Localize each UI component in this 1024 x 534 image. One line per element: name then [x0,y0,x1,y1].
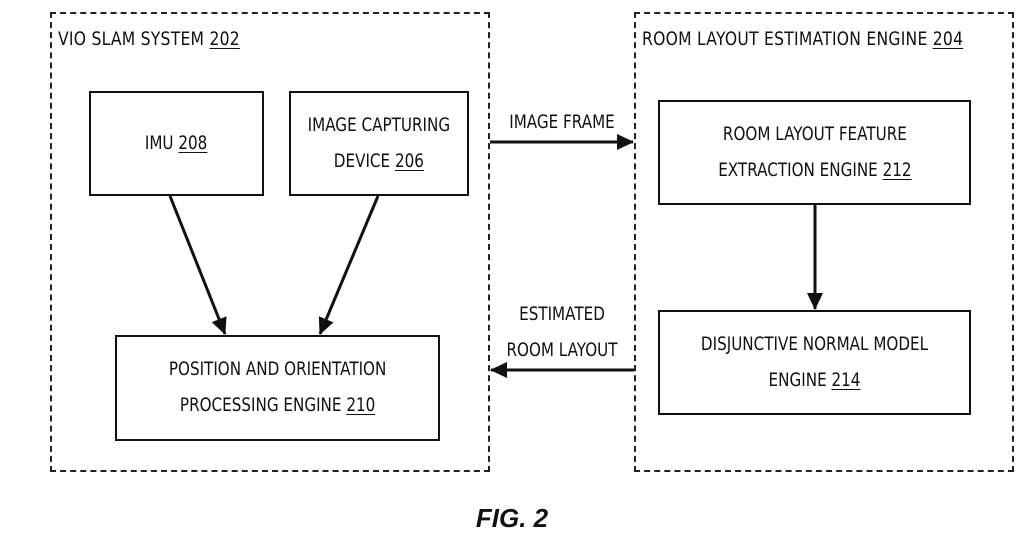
estimated-room-layout-label: ESTIMATED ROOM LAYOUT [503,297,621,369]
figure-caption: FIG. 2 [475,503,549,533]
dnm-line2: ENGINE [768,369,827,391]
pose-ref-number: 210 [346,395,376,416]
feature-line1: ROOM LAYOUT FEATURE [722,123,907,145]
image-capturing-device-label: IMAGE CAPTURING DEVICE 206 [308,108,450,180]
feature-ref-number: 212 [882,159,912,181]
dnm-ref-number: 214 [831,369,861,391]
estimated-line2: ROOM LAYOUT [506,340,618,361]
feature-extraction-engine-box: ROOM LAYOUT FEATURE EXTRACTION ENGINE 21… [658,100,971,205]
camera-ref-number: 206 [395,150,425,172]
pose-line1: POSITION AND ORIENTATION [168,359,387,380]
dnm-label: DISJUNCTIVE NORMAL MODEL ENGINE 214 [701,327,928,399]
room-title-text: ROOM LAYOUT ESTIMATION ENGINE [642,28,928,50]
pose-line2: PROCESSING ENGINE [179,395,342,416]
imu-label: IMU 208 [145,126,207,162]
image-capturing-device-box: IMAGE CAPTURING DEVICE 206 [289,91,469,196]
camera-line1: IMAGE CAPTURING [307,114,451,136]
image-frame-text: IMAGE FRAME [509,112,615,133]
feature-line2: EXTRACTION ENGINE [717,159,878,181]
dnm-line1: DISJUNCTIVE NORMAL MODEL [700,333,929,355]
position-orientation-engine-box: POSITION AND ORIENTATION PROCESSING ENGI… [115,335,440,441]
estimated-line1: ESTIMATED [519,304,605,325]
vio-title-text: VIO SLAM SYSTEM [58,28,205,50]
vio-slam-system-container: VIO SLAM SYSTEM 202 [50,12,490,472]
vio-slam-system-title: VIO SLAM SYSTEM 202 [58,28,240,50]
room-layout-estimation-container: ROOM LAYOUT ESTIMATION ENGINE 204 [634,12,1014,472]
room-layout-estimation-title: ROOM LAYOUT ESTIMATION ENGINE 204 [642,28,963,50]
vio-ref-number: 202 [209,28,240,50]
camera-line2: DEVICE [333,150,391,172]
feature-extraction-label: ROOM LAYOUT FEATURE EXTRACTION ENGINE 21… [718,117,911,189]
imu-text: IMU [145,132,174,154]
position-orientation-label: POSITION AND ORIENTATION PROCESSING ENGI… [169,352,386,424]
imu-box: IMU 208 [89,91,264,196]
disjunctive-normal-model-engine-box: DISJUNCTIVE NORMAL MODEL ENGINE 214 [658,310,971,415]
imu-ref-number: 208 [178,132,208,154]
room-ref-number: 204 [932,28,964,50]
image-frame-label: IMAGE FRAME [503,105,621,141]
